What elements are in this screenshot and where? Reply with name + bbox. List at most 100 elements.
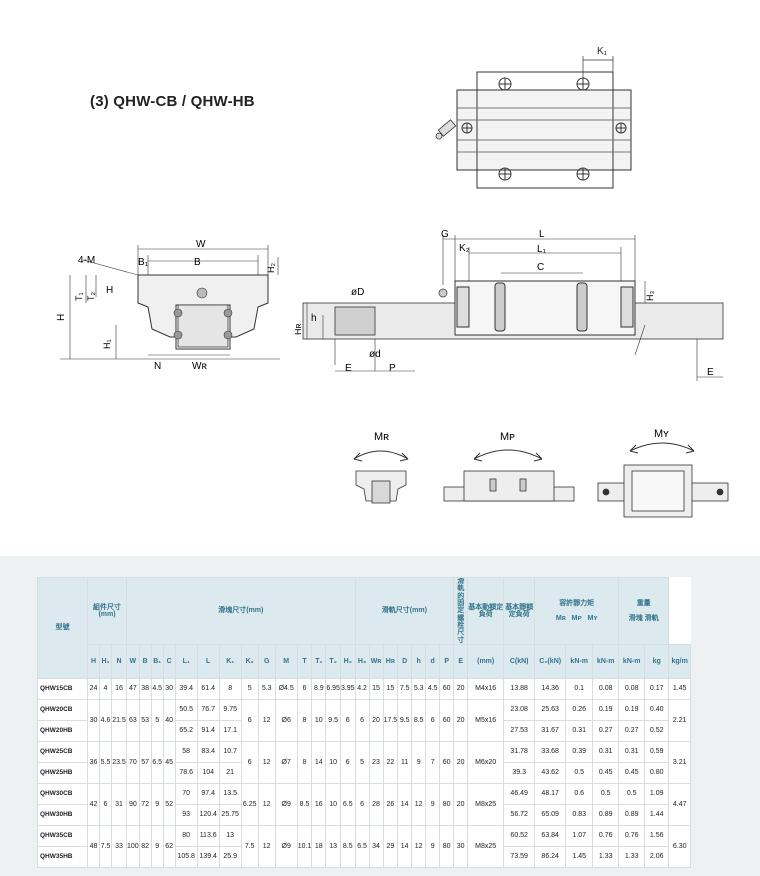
cell-l1: 78.6 [174, 762, 198, 785]
label-n: N [154, 361, 161, 372]
cell-b: 53 [138, 699, 152, 743]
cell-d: 11 [397, 741, 413, 785]
cell-h: 24 [87, 678, 100, 701]
cell-c0: 25.63 [534, 699, 567, 722]
cell-t2: 10 [325, 741, 341, 785]
cell-wb: 0.59 [644, 741, 670, 764]
cell-wr: 34 [368, 825, 384, 869]
cell-b1: 6.5 [150, 741, 164, 785]
cell-bolt: M5x16 [467, 699, 505, 743]
col-kg-unit: kg [644, 644, 670, 680]
model-cell: QHW15CB [37, 678, 88, 701]
cell-h1: 5.5 [99, 741, 112, 785]
cell-my: 0.31 [618, 741, 646, 764]
label-my: Mʏ [654, 428, 669, 440]
col-k2: K₂ [240, 644, 259, 680]
col-dynamic-unit: C(kN) [503, 644, 536, 680]
col-h: H [87, 644, 100, 680]
label-h: H [106, 285, 113, 296]
model-cell: QHW25HB [37, 762, 88, 785]
label-hsmall: h [311, 313, 317, 324]
cell-k1: 8 [218, 678, 242, 701]
cell-my: 0.89 [618, 804, 646, 827]
label-hr: Hʀ [295, 324, 303, 335]
cell-wb: 2.06 [644, 846, 670, 869]
mr-block [355, 470, 407, 504]
hdr-dynamic: 基本動額定負荷 [467, 576, 505, 646]
label-hm: H [56, 314, 67, 321]
top-view-drawing: K₁ [435, 46, 632, 189]
cell-d: 6 [425, 699, 441, 743]
cell-d: 9.5 [397, 699, 413, 743]
cell-t2: 6.95 [325, 678, 341, 701]
col-d: D [397, 644, 413, 680]
cell-mr: 0.26 [565, 699, 594, 722]
cell-wr: 23 [368, 741, 384, 785]
cell-k1: 13 [218, 825, 242, 848]
label-h3: H₃ [645, 291, 655, 301]
dim-k1 [582, 56, 614, 78]
cell-cdyn: 46.49 [503, 783, 536, 806]
model-cell: QHW20CB [37, 699, 88, 722]
cell-h3: 6.5 [354, 825, 370, 869]
cell-m: Ø9 [274, 783, 298, 827]
moment-drawings: Mʀ Mᴘ Mʏ [353, 428, 729, 518]
cell-n: 33 [111, 825, 127, 869]
cell-h: 9 [411, 741, 427, 785]
cell-h1: 7.5 [99, 825, 112, 869]
col-b1: B₁ [150, 644, 164, 680]
cell-l: 91.4 [196, 720, 220, 743]
cell-mr: 0.1 [565, 678, 594, 701]
cell-mp: 0.19 [592, 699, 620, 722]
col-wr: Wʀ [368, 644, 384, 680]
cell-k2: 6 [240, 741, 259, 785]
cell-hr: 29 [382, 825, 399, 869]
cell-h: 48 [87, 825, 100, 869]
cell-l1: 50.5 [174, 699, 198, 722]
cell-n: 16 [111, 678, 127, 701]
cell-l1: 105.8 [174, 846, 198, 869]
end-view-drawing: W B B₁ H₂ 4-M T₁ T₂ H H H₁ N Wʀ [56, 239, 280, 372]
label-dsmall: ød [369, 349, 381, 360]
cell-l1: 39.4 [174, 678, 198, 701]
cell-l1: 70 [174, 783, 198, 806]
cell-k2: 6 [240, 699, 259, 743]
cell-h: 36 [87, 741, 100, 785]
cell-c: 62 [162, 825, 176, 869]
cell-c0: 31.67 [534, 720, 567, 743]
cell-h: 12 [411, 825, 427, 869]
col-l1: L₁ [174, 644, 198, 680]
cell-hr: 26 [382, 783, 399, 827]
hdr-assembly: 組件尺寸(mm) [87, 576, 127, 646]
cell-e: 20 [453, 678, 469, 701]
cell-w: 100 [126, 825, 140, 869]
cell-bolt: M8x25 [467, 783, 505, 827]
cell-mr: 1.07 [565, 825, 594, 848]
cell-l: 113.6 [196, 825, 220, 848]
cell-c0: 86.24 [534, 846, 567, 869]
cell-mp: 0.5 [592, 783, 620, 806]
cell-hr: 15 [382, 678, 399, 701]
cell-c0: 48.17 [534, 783, 567, 806]
side-view-drawing: G L K₂ L₁ C H₃ øD h Hʀ ød E P E [295, 229, 724, 381]
cell-b1: 9 [150, 783, 164, 827]
cell-p: 60 [439, 699, 455, 743]
cell-g: 12 [257, 741, 276, 785]
col-h2: H₂ [339, 644, 356, 680]
cell-k1: 25.75 [218, 804, 242, 827]
hdr-weight: 重量滑塊 滑軌 [618, 576, 670, 646]
col-e: E [453, 644, 469, 680]
cell-mr: 0.5 [565, 762, 594, 785]
cell-wb: 1.44 [644, 804, 670, 827]
col-hr: Hʀ [382, 644, 399, 680]
cell-n: 21.5 [111, 699, 127, 743]
label-t1: T₁ [74, 292, 84, 301]
cell-wr: 1.45 [668, 678, 692, 701]
cell-c: 30 [162, 678, 176, 701]
cell-d: 4.5 [425, 678, 441, 701]
col-dsmall: d [425, 644, 441, 680]
